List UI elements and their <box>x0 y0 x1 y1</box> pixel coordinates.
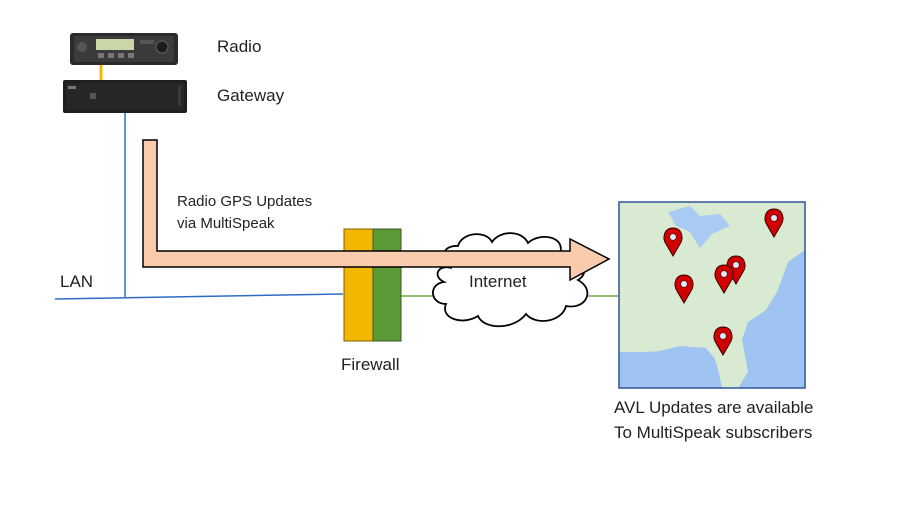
radio-device-icon <box>70 33 178 65</box>
avl-map <box>618 201 806 389</box>
map-florida <box>712 348 742 388</box>
radio-label: Radio <box>217 37 262 56</box>
lan-label: LAN <box>60 272 94 291</box>
internet-label: Internet <box>469 272 527 291</box>
flow-label-line2: via MultiSpeak <box>177 215 275 232</box>
flow-label-line1: Radio GPS Updates <box>177 193 313 210</box>
map-great-lakes <box>668 206 730 248</box>
lan-line <box>54 293 344 300</box>
gateway-device-icon <box>63 80 187 113</box>
avl-label-line1: AVL Updates are available <box>614 398 814 417</box>
firewall-label: Firewall <box>341 355 400 374</box>
map-gulf <box>640 350 719 388</box>
gps-flow-arrow <box>142 139 611 282</box>
gateway-label: Gateway <box>217 86 285 105</box>
map-land <box>619 202 805 388</box>
firewall-icon <box>343 228 402 342</box>
avl-label-line2: To MultiSpeak subscribers <box>614 423 813 442</box>
